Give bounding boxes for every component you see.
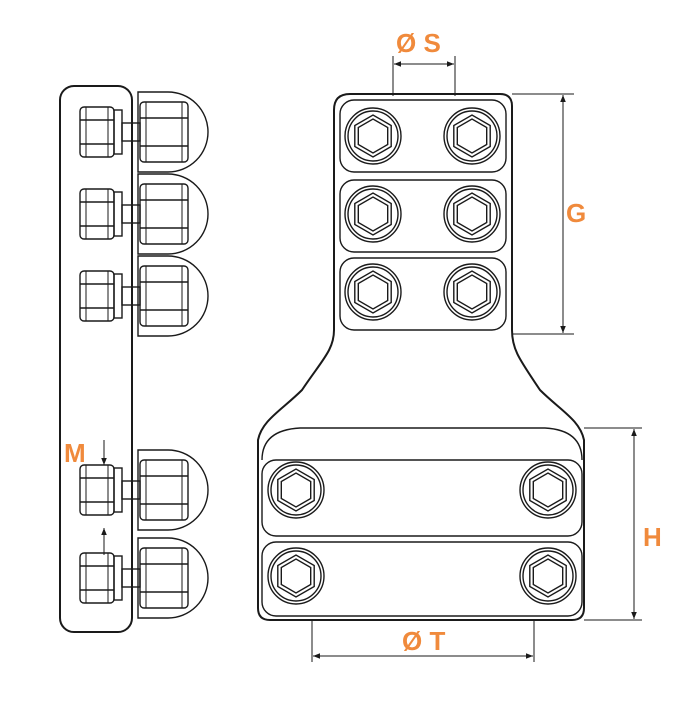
- t-label: Ø T: [402, 626, 445, 656]
- side-bolt-assembly: [79, 255, 209, 337]
- side-bolt-assembly: [79, 91, 209, 173]
- upper-band-1: [339, 99, 507, 173]
- side-bolt-assembly: [79, 173, 209, 255]
- upper-band-2: [339, 179, 507, 253]
- side-view: [59, 85, 209, 633]
- h-label: H: [643, 522, 662, 552]
- bolt-head-icon: [443, 185, 501, 243]
- bolt-head-icon: [267, 461, 325, 519]
- side-bolt-assembly: [79, 537, 209, 619]
- bolt-head-icon: [267, 547, 325, 605]
- bolt-head-icon: [443, 263, 501, 321]
- lower-plate-top: [261, 427, 583, 461]
- m-label: M: [64, 438, 86, 468]
- lug-outline: [257, 93, 585, 621]
- side-bolt-assembly: [79, 449, 209, 531]
- g-label: G: [566, 198, 586, 228]
- bolt-head-icon: [519, 461, 577, 519]
- front-view: [257, 93, 585, 621]
- side-plate: [59, 85, 133, 633]
- lower-band-2: [261, 541, 583, 617]
- bolt-head-icon: [344, 185, 402, 243]
- bolt-head-icon: [344, 263, 402, 321]
- s-label: Ø S: [396, 28, 441, 58]
- bolt-head-icon: [344, 107, 402, 165]
- dimension-lines: [101, 56, 642, 662]
- bolt-head-icon: [519, 547, 577, 605]
- lower-band-1: [261, 459, 583, 537]
- upper-band-3: [339, 257, 507, 331]
- bolt-head-icon: [443, 107, 501, 165]
